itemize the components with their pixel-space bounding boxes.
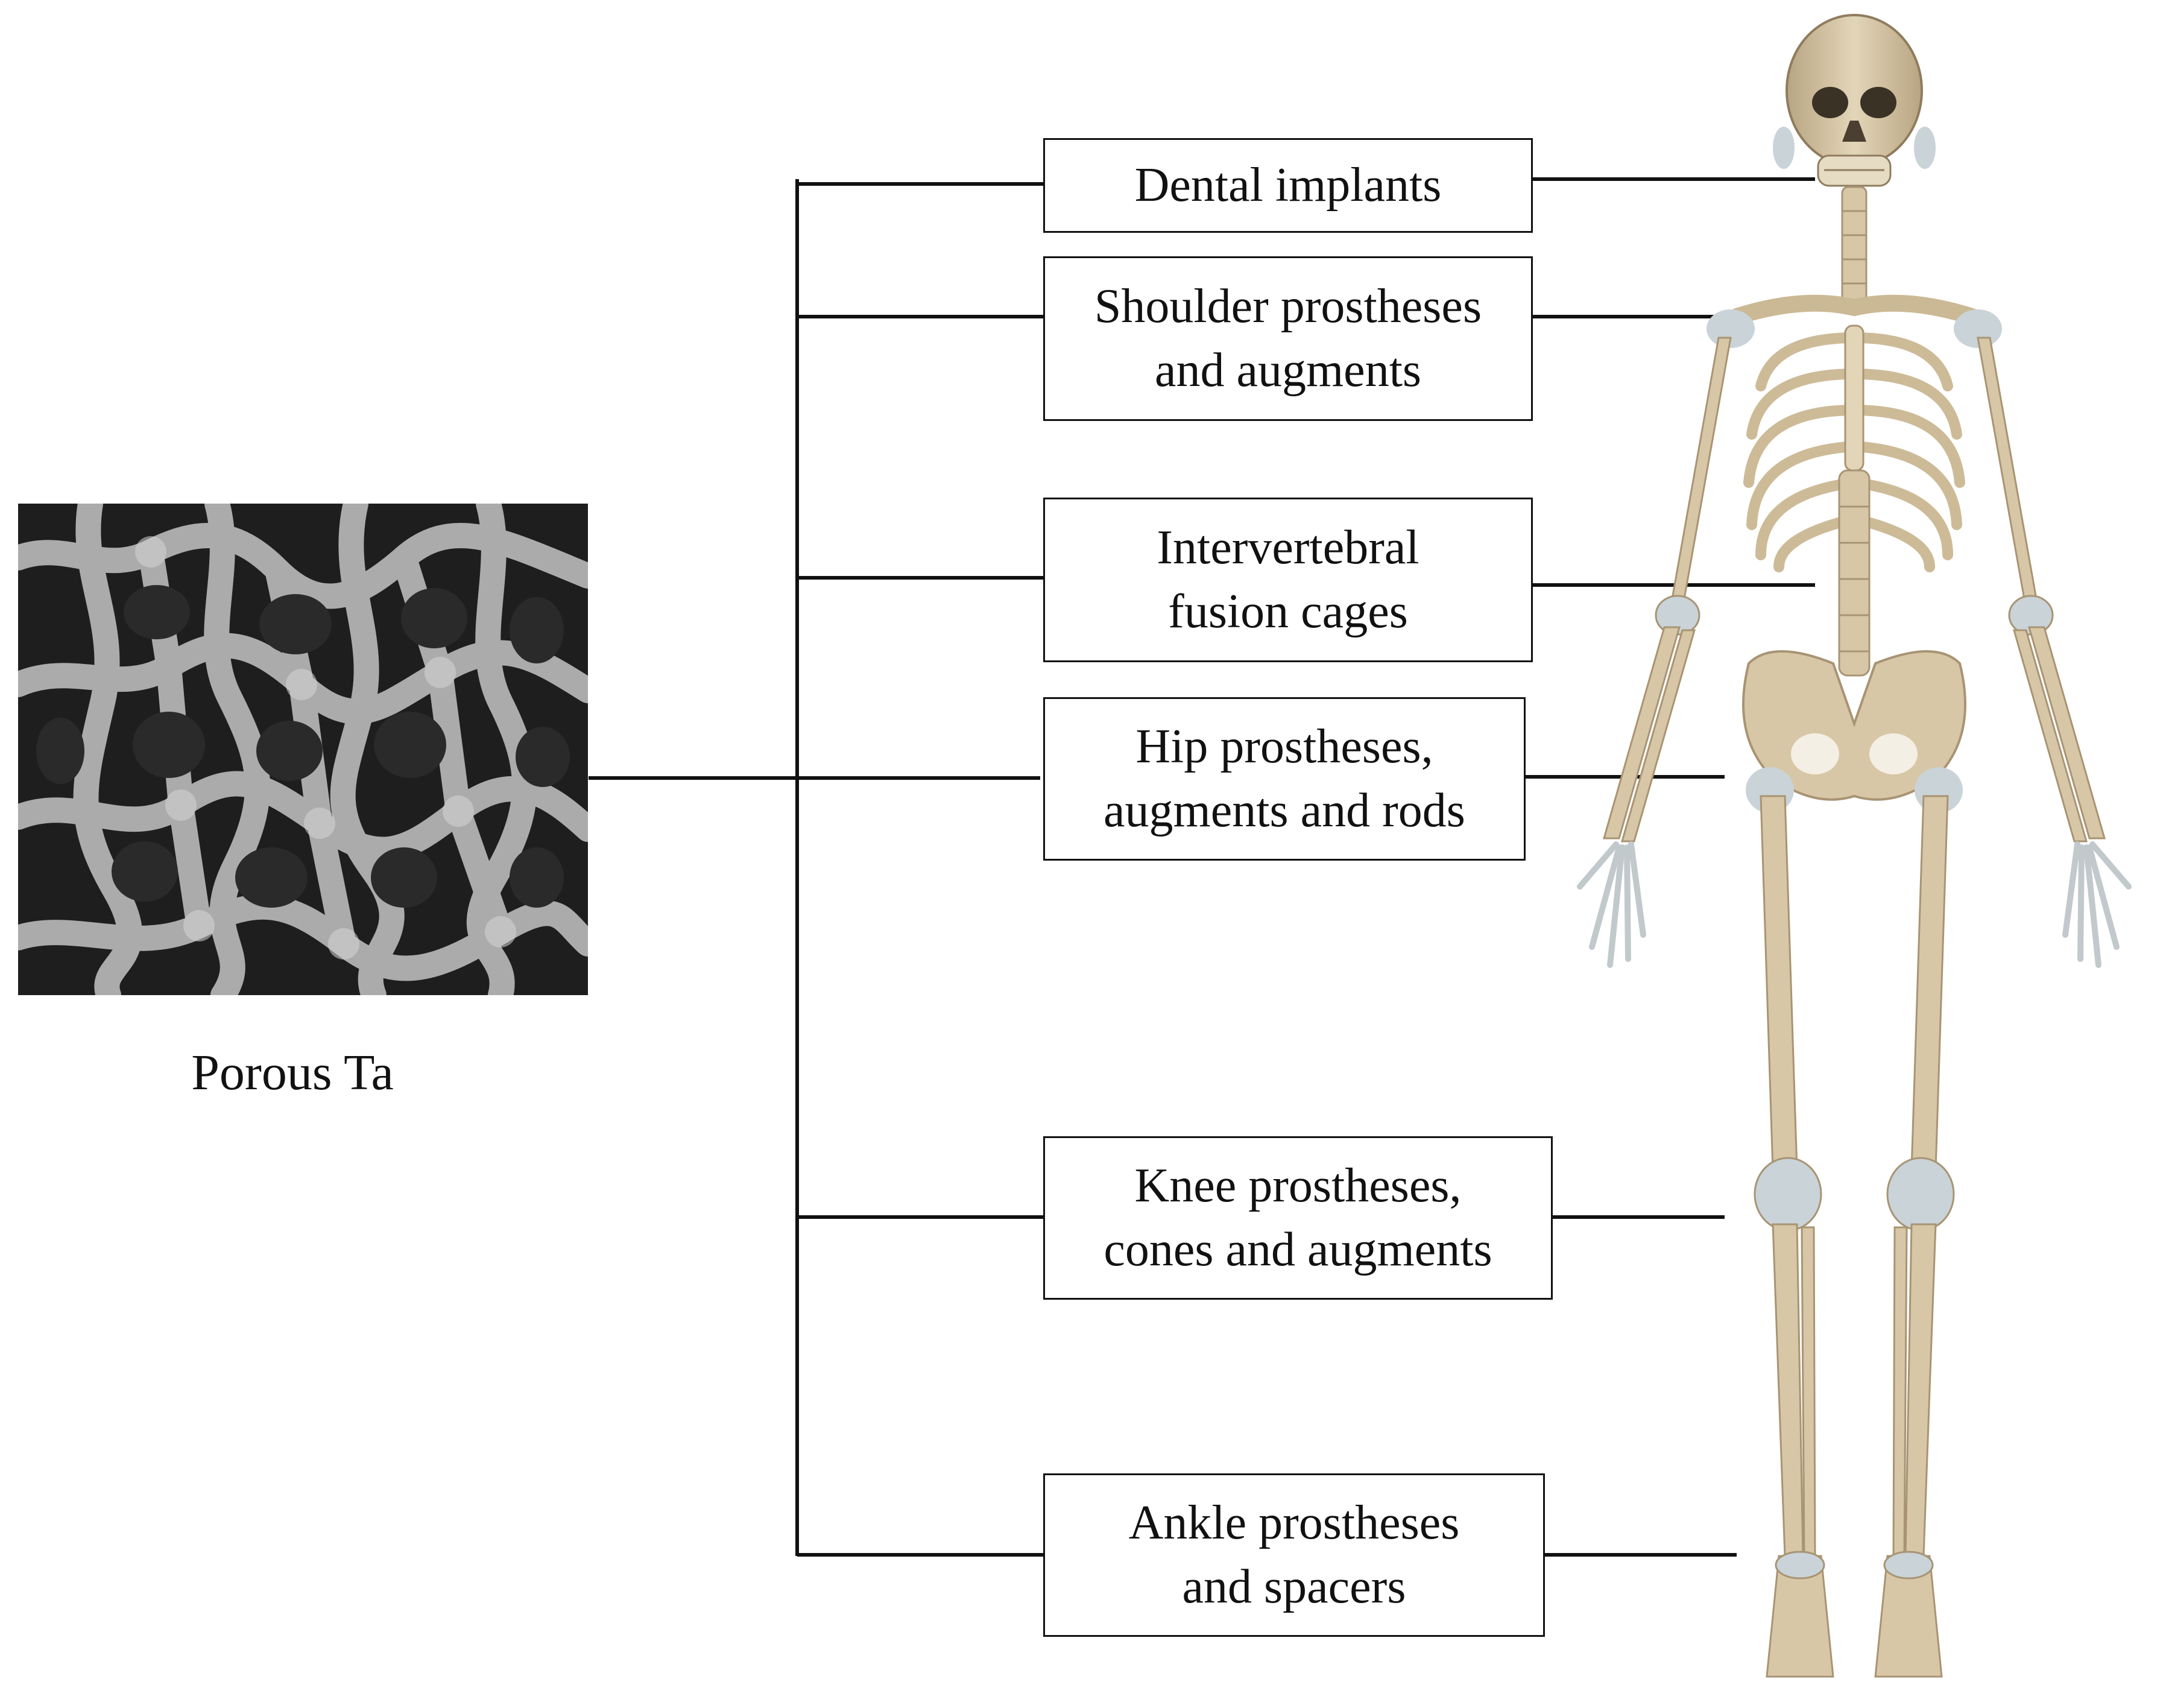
material-caption: Porous Ta	[191, 1045, 394, 1101]
label-shoulder-prostheses: Shoulder prostheses and augments	[1094, 279, 1482, 397]
hand-bones-icon	[1577, 841, 2132, 968]
shoulder-girdle-icon	[1728, 294, 1980, 325]
lumbar-spine-icon	[1838, 469, 1871, 677]
label-knee-prostheses: Knee prostheses, cones and augments	[1104, 1159, 1492, 1276]
porous-ta-micrograph	[18, 504, 588, 995]
human-skeleton-illustration	[1577, 14, 2132, 1678]
box-knee-prostheses: Knee prostheses, cones and augments	[1043, 1136, 1553, 1300]
leg-bones-icon	[1754, 795, 1955, 1557]
pelvis-icon	[1742, 650, 1966, 813]
label-ankle-prostheses: Ankle prostheses and spacers	[1128, 1496, 1460, 1613]
label-intervertebral-cages: Intervertebral fusion cages	[1157, 520, 1419, 638]
box-dental-implants: Dental implants	[1043, 138, 1533, 233]
ribcage-icon	[1743, 332, 1965, 572]
skull-icon	[1773, 14, 1936, 187]
neck-spine-icon	[1841, 186, 1868, 309]
box-intervertebral-cages: Intervertebral fusion cages	[1043, 498, 1533, 662]
box-shoulder-prostheses: Shoulder prostheses and augments	[1043, 256, 1533, 421]
box-ankle-prostheses: Ankle prostheses and spacers	[1043, 1473, 1545, 1637]
label-dental-implants: Dental implants	[1134, 158, 1442, 212]
arm-bones-icon	[1603, 337, 2106, 843]
label-hip-prostheses: Hip prostheses, augments and rods	[1104, 720, 1465, 837]
foot-bones-icon	[1766, 1551, 1943, 1678]
box-hip-prostheses: Hip prostheses, augments and rods	[1043, 697, 1526, 861]
